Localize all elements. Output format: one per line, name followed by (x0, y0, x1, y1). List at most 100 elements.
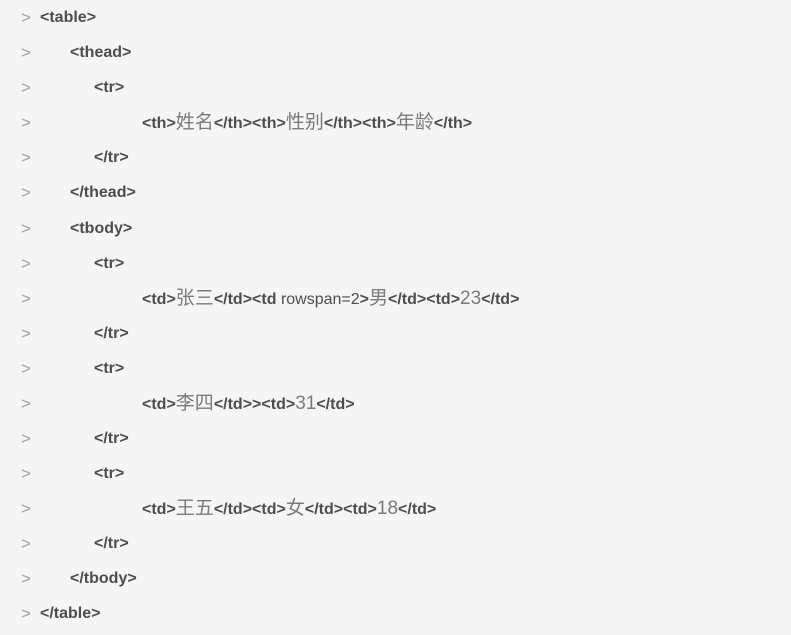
html-tag: </td> (213, 291, 253, 308)
cell-text: 31 (295, 393, 317, 414)
cell-text: 女 (285, 498, 305, 519)
code-content: </tr> (94, 316, 129, 351)
html-tag: ><td> (252, 396, 296, 413)
code-line: > </tr> (0, 526, 791, 561)
html-tag: </td> (213, 396, 253, 413)
html-tag: <tr> (94, 465, 125, 482)
cell-text: 23 (460, 288, 482, 309)
code-content: <td>李四</td>><td>31</td> (142, 386, 355, 422)
quote-marker: > (21, 324, 31, 343)
cell-text: 王五 (175, 498, 214, 519)
code-content: <tr> (94, 246, 124, 281)
quote-marker: > (21, 148, 31, 167)
html-tag: <td> (142, 501, 176, 518)
html-tag: </tbody> (70, 570, 137, 587)
html-tag: </td> (398, 501, 437, 518)
html-tag: </thead> (70, 184, 136, 201)
quote-marker: > (21, 113, 31, 132)
cell-text: 姓名 (175, 112, 214, 133)
html-tag: <td> (142, 291, 176, 308)
cell-text: 性别 (285, 112, 324, 133)
html-tag: <td> (142, 396, 176, 413)
code-line: > </tr> (0, 140, 791, 175)
html-tag: </td> (304, 501, 344, 518)
cell-text: 18 (376, 498, 399, 519)
quote-marker: > (21, 499, 31, 518)
code-line: > <tr> (0, 351, 791, 386)
code-line: ><th>姓名</th><th>性别</th><th>年龄</th> (0, 105, 791, 140)
code-line: > <tbody> (0, 211, 791, 246)
code-line: ><td>王五</td><td>女</td><td>18</td> (0, 491, 791, 526)
quote-marker: > (21, 534, 31, 553)
html-tag: <tr> (94, 360, 125, 377)
code-content: <thead> (70, 35, 131, 70)
quote-marker: > (21, 183, 31, 202)
quote-marker: > (21, 8, 31, 27)
code-content: <tr> (94, 351, 124, 386)
quote-marker: > (21, 43, 31, 62)
html-tag: </th> (213, 115, 253, 132)
html-tag: <tr> (94, 79, 125, 96)
code-content: <tr> (94, 456, 124, 491)
cell-text: 张三 (175, 288, 214, 309)
html-tag: <th> (252, 115, 286, 132)
code-line: > </tbody> (0, 561, 791, 596)
code-line: > <thead> (0, 35, 791, 70)
html-tag: </td> (388, 291, 427, 308)
html-tag: </th> (323, 115, 363, 132)
html-tag: </tr> (94, 535, 129, 552)
html-tag: <td> (426, 291, 461, 308)
code-content: <th>姓名</th><th>性别</th><th>年龄</th> (142, 105, 472, 141)
code-content: <td>张三</td><td rowspan=2>男</td><td>23</t… (142, 281, 519, 317)
html-tag: <td (252, 291, 281, 308)
html-tag: </tr> (94, 430, 129, 447)
html-tag: <tr> (94, 255, 125, 272)
quote-marker: > (21, 78, 31, 97)
quote-marker: > (21, 359, 31, 378)
code-line: > </thead> (0, 175, 791, 210)
html-tag: </td> (316, 396, 355, 413)
quote-marker: > (21, 569, 31, 588)
code-content: <td>王五</td><td>女</td><td>18</td> (142, 491, 436, 527)
code-content: </tbody> (70, 561, 137, 596)
code-content: </tr> (94, 526, 129, 561)
html-tag: </td> (213, 501, 253, 518)
code-content: <tbody> (70, 211, 132, 246)
cell-text: 男 (369, 288, 389, 309)
html-tag: </tr> (94, 149, 129, 166)
code-line: > </table> (0, 596, 791, 631)
html-tag: <th> (142, 115, 176, 132)
html-tag: </th> (433, 115, 473, 132)
code-line: > </tr> (0, 421, 791, 456)
quote-marker: > (21, 289, 31, 308)
code-line: > <table> (0, 0, 791, 35)
cell-text: 李四 (175, 393, 214, 414)
html-tag: </td> (481, 291, 520, 308)
quote-marker: > (21, 464, 31, 483)
quote-marker: > (21, 604, 31, 623)
quote-marker: > (21, 394, 31, 413)
html-tag: <tbody> (70, 220, 133, 237)
code-content: </tr> (94, 140, 129, 175)
quote-marker: > (21, 254, 31, 273)
code-content: <table> (40, 0, 96, 35)
quote-marker: > (21, 219, 31, 238)
code-line: ><td>李四</td>><td>31</td> (0, 386, 791, 421)
quote-marker: > (21, 429, 31, 448)
html-tag: <thead> (70, 44, 132, 61)
code-content: </table> (40, 596, 100, 631)
html-tag: </tr> (94, 325, 129, 342)
code-line: ><td>张三</td><td rowspan=2>男</td><td>23</… (0, 281, 791, 316)
code-line: > <tr> (0, 246, 791, 281)
code-content: </thead> (70, 175, 136, 210)
code-line: > <tr> (0, 70, 791, 105)
html-tag: <table> (40, 9, 97, 26)
html-tag: > (359, 291, 369, 308)
code-content: <tr> (94, 70, 124, 105)
code-line: > </tr> (0, 316, 791, 351)
cell-text: 年龄 (395, 112, 434, 133)
html-tag: <td> (343, 501, 377, 518)
html-tag: <td> (252, 501, 286, 518)
html-tag: <th> (362, 115, 396, 132)
